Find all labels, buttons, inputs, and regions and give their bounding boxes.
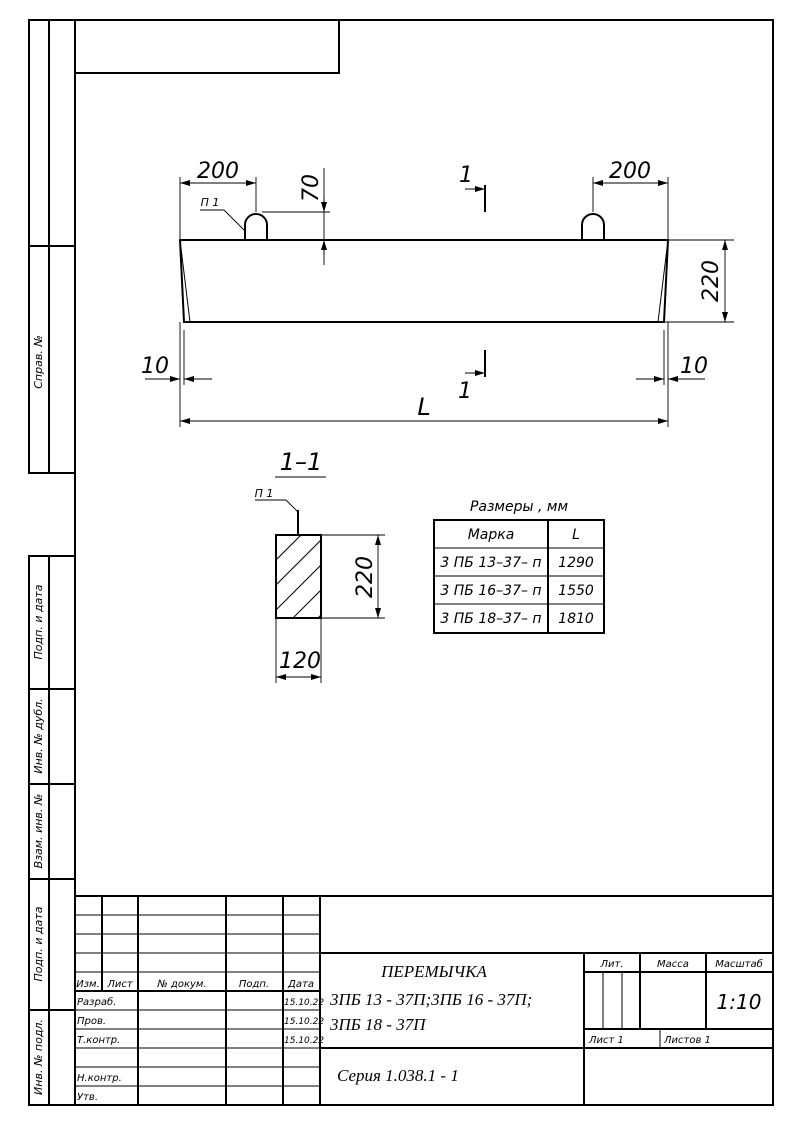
section-hatch bbox=[276, 535, 321, 618]
dim-section-height: 220 bbox=[353, 556, 378, 598]
side-labels: Справ. № Подп. и дата Инв. № дубл. Взам.… bbox=[32, 335, 45, 1095]
col-header-podp: Подп. bbox=[239, 979, 269, 990]
col-header-dokum: № докум. bbox=[156, 979, 206, 990]
role-utv: Утв. bbox=[77, 1092, 98, 1103]
col-header-list: Лист bbox=[106, 979, 134, 990]
role-prov: Пров. bbox=[77, 1016, 106, 1027]
dim-section-width: 120 bbox=[279, 649, 321, 674]
lit-label: Лит. bbox=[599, 959, 623, 970]
top-corner-box bbox=[74, 19, 340, 74]
series-label: Серия 1.038.1 - 1 bbox=[337, 1066, 459, 1085]
table-cell-mark: 3 ПБ 13–37– п bbox=[440, 555, 541, 571]
dim-offset-left: 200 bbox=[197, 159, 239, 184]
beam-outline bbox=[178, 239, 670, 323]
side-label-vzam-inv: Взам. инв. № bbox=[32, 794, 45, 869]
section-title: 1–1 bbox=[280, 448, 323, 476]
sheet-label: Лист 1 bbox=[588, 1035, 624, 1046]
role-razrab: Разраб. bbox=[77, 996, 116, 1008]
dim-length: L bbox=[417, 393, 430, 421]
side-label-podp-data-2: Подп. и дата bbox=[32, 906, 45, 981]
dim-beam-height: 220 bbox=[699, 260, 724, 302]
sizes-table-caption: Размеры , мм bbox=[470, 499, 568, 515]
col-header-data: Дата bbox=[287, 979, 314, 990]
sizes-table: Размеры , мм Марка L 3 ПБ 13–37– п 1290 … bbox=[433, 499, 605, 634]
scale-label: Масштаб bbox=[715, 958, 763, 970]
date-cell: 15.10.22 bbox=[284, 998, 324, 1008]
table-header-length: L bbox=[572, 527, 580, 543]
dim-loop-height: 70 bbox=[299, 174, 324, 202]
section-view: 1–1 П 1 220 120 bbox=[255, 448, 385, 683]
dim-chamfer-left: 10 bbox=[141, 354, 169, 379]
side-label-podp-data-1: Подп. и дата bbox=[32, 584, 45, 659]
table-header-marka: Марка bbox=[468, 527, 515, 543]
dim-offset-right: 200 bbox=[609, 159, 651, 184]
scale-value: 1:10 bbox=[717, 990, 762, 1014]
title-marks-line1: 3ПБ 13 - 37П;3ПБ 16 - 37П; bbox=[329, 990, 532, 1009]
section-loop-label: П 1 bbox=[255, 487, 274, 500]
section-mark-top: 1 bbox=[459, 163, 473, 188]
title-block: Изм. Лист № докум. Подп. Дата Разраб. Пр… bbox=[75, 895, 773, 1105]
lintel-elevation: 200 200 70 П 1 220 1 1 10 bbox=[141, 159, 734, 427]
table-cell-length: 1810 bbox=[558, 611, 594, 627]
sheet-frame bbox=[28, 19, 774, 1106]
col-header-izm: Изм. bbox=[76, 979, 100, 990]
lifting-loop-right bbox=[581, 213, 605, 240]
side-label-inv-dubl: Инв. № дубл. bbox=[32, 698, 45, 773]
title-marks-line2: 3ПБ 18 - 37П bbox=[329, 1015, 427, 1034]
lifting-loop-left bbox=[244, 213, 268, 240]
date-cell: 15.10.22 bbox=[284, 1036, 324, 1046]
table-cell-length: 1290 bbox=[558, 555, 594, 571]
table-cell-mark: 3 ПБ 16–37– п bbox=[440, 583, 541, 599]
table-cell-mark: 3 ПБ 18–37– п bbox=[440, 611, 541, 627]
mass-label: Масса bbox=[657, 959, 689, 970]
date-cell: 15.10.22 bbox=[284, 1017, 324, 1027]
role-nkontr: Н.контр. bbox=[77, 1073, 122, 1084]
table-cell-length: 1550 bbox=[558, 583, 594, 599]
section-mark-bottom: 1 bbox=[458, 379, 472, 404]
role-tkontr: Т.контр. bbox=[77, 1035, 120, 1046]
dim-chamfer-right: 10 bbox=[680, 354, 708, 379]
side-label-inv-podl: Инв. № подл. bbox=[32, 1019, 45, 1095]
loop-label: П 1 bbox=[201, 196, 220, 209]
side-label-sprav: Справ. № bbox=[32, 335, 45, 389]
title-name: ПЕРЕМЫЧКА bbox=[380, 962, 487, 981]
sheets-label: Листов 1 bbox=[663, 1035, 711, 1046]
